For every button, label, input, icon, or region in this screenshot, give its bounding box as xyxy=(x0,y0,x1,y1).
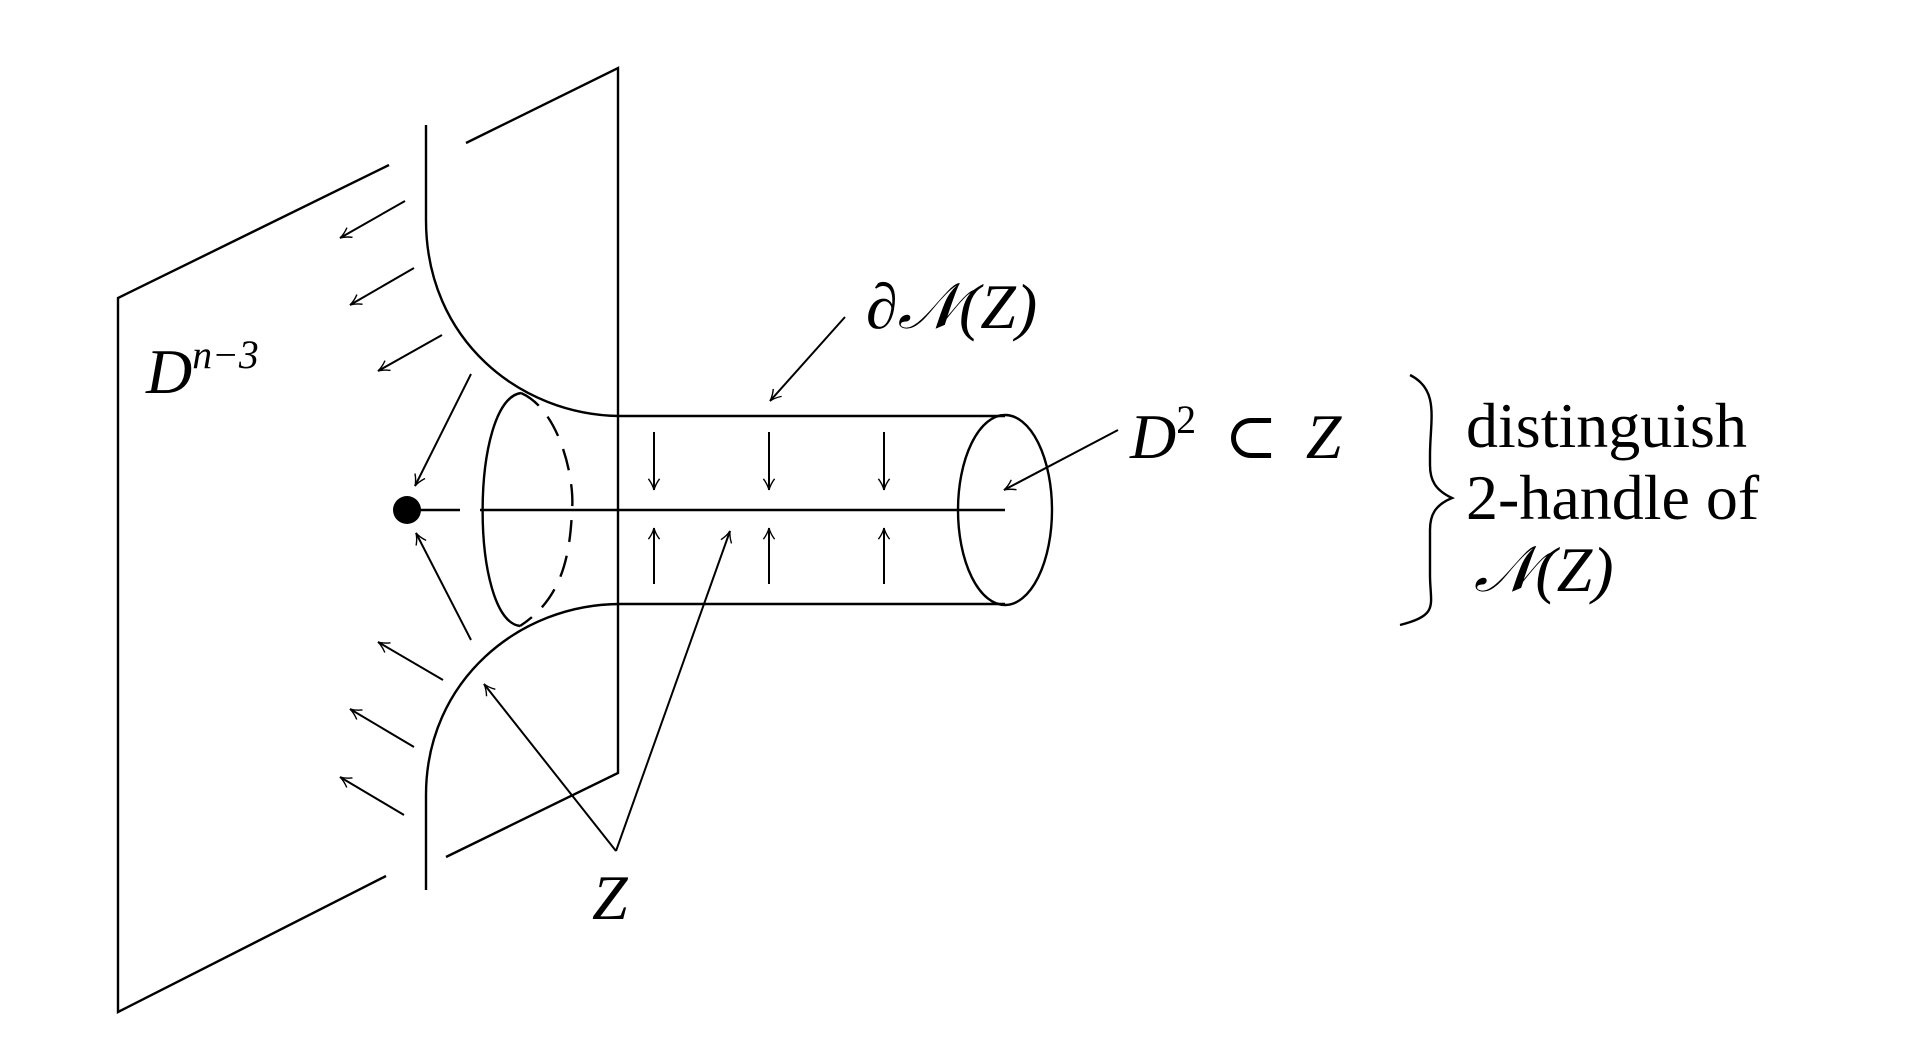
z-leader-arrows xyxy=(483,530,733,852)
brace-arg: (Z) xyxy=(1535,534,1614,605)
d2-target: Z xyxy=(1305,401,1342,472)
label-boundary-nbhd: ∂𝒩(Z) xyxy=(866,275,1037,340)
cal-n-symbol: 𝒩 xyxy=(897,270,959,344)
label-surface-z: Z xyxy=(592,866,628,930)
surface-z: Z xyxy=(592,862,628,933)
d2-exponent: 2 xyxy=(1176,398,1197,443)
left-ellipse-back-dashed xyxy=(519,391,574,628)
brace-note: distinguish 2-handle of 𝒩(Z) xyxy=(1466,390,1759,606)
plane-flow-arrows-upper xyxy=(339,200,472,487)
brace-note-line2: 2-handle of xyxy=(1466,462,1760,533)
partial-symbol: ∂ xyxy=(866,271,898,342)
disk-exponent: n−3 xyxy=(192,333,259,378)
boundary-leader-arrow xyxy=(769,316,846,402)
plane-flow-arrows-lower xyxy=(339,532,472,816)
boundary-arg: (Z) xyxy=(958,271,1038,342)
label-disk-dn-minus-3: Dn−3 xyxy=(146,336,259,404)
tube-arrows-down xyxy=(647,432,891,491)
critical-point-dot xyxy=(393,496,421,524)
curly-brace xyxy=(1399,373,1455,627)
surface-lower-flare xyxy=(424,602,1005,890)
brace-note-line1: distinguish xyxy=(1466,390,1747,461)
plane-d-n-minus-3 xyxy=(116,66,620,1014)
label-d2-subset-z: D2 ⊂ Z xyxy=(1130,401,1341,469)
brace-cal-n: 𝒩 xyxy=(1474,533,1536,607)
surface-upper-flare xyxy=(424,125,1005,418)
brace-note-line3: 𝒩(Z) xyxy=(1466,534,1759,606)
disk-base: D xyxy=(146,336,193,407)
tube-arrows-up xyxy=(647,527,891,584)
d2-leader-arrow xyxy=(1003,429,1119,491)
d2-base: D xyxy=(1130,401,1177,472)
subset-symbol: ⊂ xyxy=(1224,401,1278,472)
